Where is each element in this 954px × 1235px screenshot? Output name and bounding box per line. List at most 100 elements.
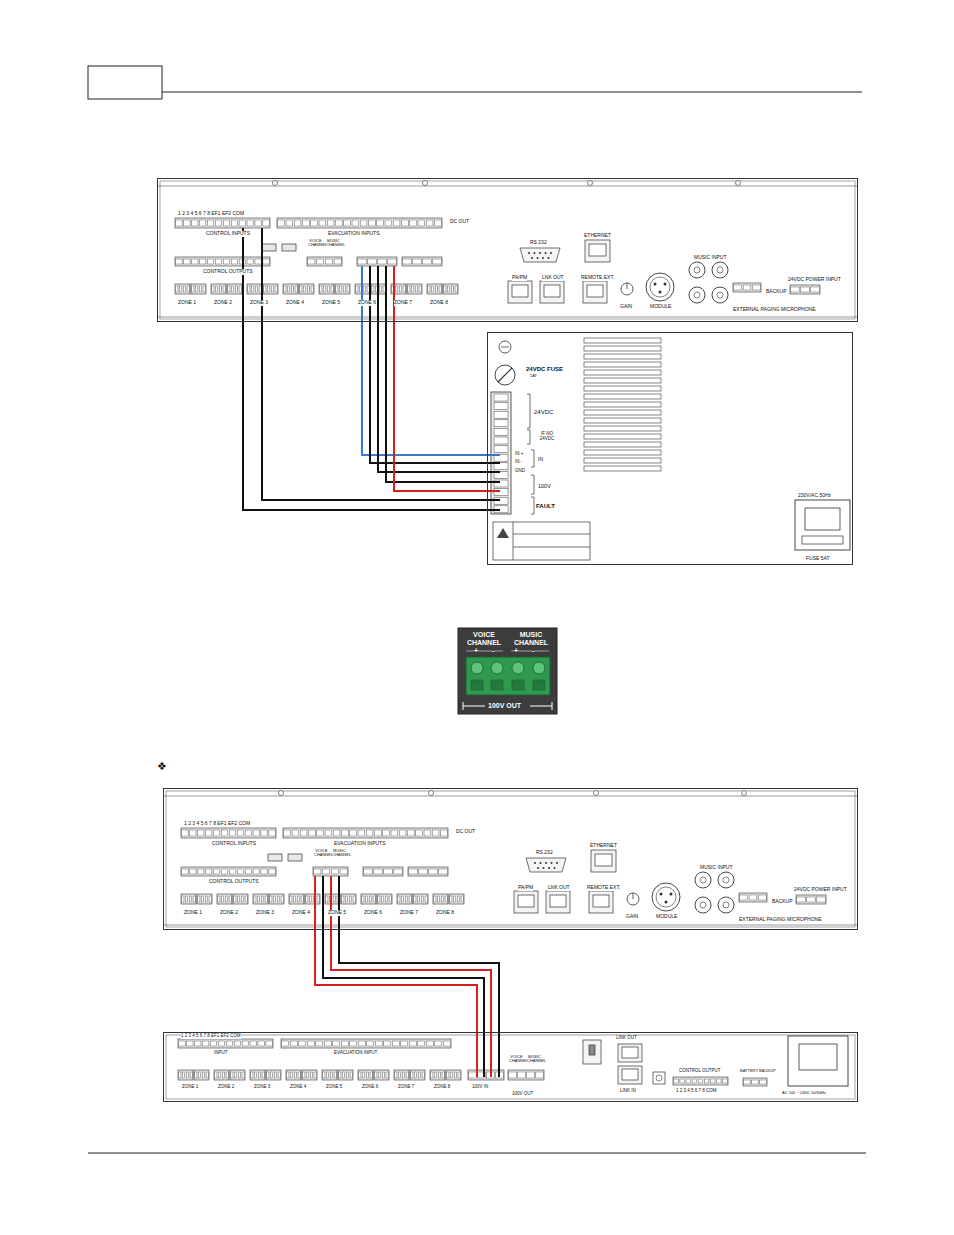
terminal [409, 896, 411, 902]
panel-label: CONTROL INPUTS [206, 231, 250, 237]
terminal-strip [394, 1070, 409, 1080]
terminal [176, 220, 182, 226]
terminal [203, 1041, 209, 1046]
panel-detail [584, 426, 661, 431]
panel-detail [501, 347, 509, 348]
panel-detail [494, 446, 508, 453]
terminal [195, 1041, 201, 1046]
panel-label: ZONE 8 [436, 910, 454, 916]
panel-detail [585, 240, 610, 262]
panel-label: 1 2 3 4 5 6 7 8 EF1 EF2 COM [184, 821, 250, 827]
rca-jack [712, 287, 728, 303]
panel-detail [543, 867, 545, 869]
terminal [212, 286, 214, 292]
terminal [418, 220, 425, 226]
terminal [206, 830, 212, 836]
terminal [219, 286, 221, 292]
terminal [372, 286, 374, 292]
terminal [264, 286, 266, 292]
panel-detail [584, 434, 661, 439]
terminal [226, 1041, 232, 1046]
terminal [343, 1072, 345, 1078]
rca-jack [695, 897, 711, 913]
terminal [760, 1080, 766, 1084]
terminal [184, 259, 190, 264]
panel-detail [545, 252, 547, 254]
terminal [680, 1079, 685, 1083]
terminal [238, 896, 240, 902]
panel-label: DC OUT [456, 829, 475, 835]
wire-stub [314, 876, 316, 930]
wire [323, 930, 484, 1032]
terminal [229, 830, 235, 836]
terminal [399, 286, 401, 292]
panel-detail [584, 338, 661, 343]
panel-detail [805, 508, 840, 530]
terminal [752, 285, 760, 290]
terminal-strip [194, 1070, 209, 1080]
wire-stub [322, 876, 324, 930]
panel-label: ZONE 8 [430, 300, 448, 306]
terminal [253, 869, 259, 874]
terminal [231, 220, 237, 226]
terminal [447, 1072, 449, 1078]
panel-detail [665, 901, 668, 904]
panel-detail [618, 1044, 642, 1062]
terminal [294, 1072, 296, 1078]
terminal [193, 896, 195, 902]
terminal [375, 1041, 382, 1046]
terminal-strip [181, 867, 276, 876]
panel-detail [166, 791, 855, 927]
terminal [385, 220, 392, 226]
terminal [424, 830, 431, 836]
terminal [247, 220, 253, 226]
terminal [811, 287, 819, 292]
rca-jack [689, 262, 705, 278]
terminal [231, 1072, 233, 1078]
terminal-strip [233, 894, 248, 904]
panel-detail [700, 877, 706, 883]
terminal [295, 286, 297, 292]
footer-rule [88, 1153, 866, 1154]
terminal [199, 1072, 201, 1078]
terminal [428, 286, 430, 292]
terminal [228, 286, 230, 292]
terminal [327, 1072, 329, 1078]
panel-label: 5AT [530, 374, 537, 378]
terminal [791, 287, 799, 292]
screw [594, 791, 599, 796]
panel-detail [268, 854, 282, 861]
terminal-strip [430, 1070, 445, 1080]
terminal [290, 896, 292, 902]
screw [588, 181, 593, 186]
panel-label: 24VDC POWER INPUT [794, 887, 847, 893]
terminal [274, 896, 276, 902]
panel-detail [622, 1047, 638, 1058]
terminal-strip [673, 1077, 728, 1085]
panel-detail [550, 895, 566, 907]
terminal [368, 259, 376, 264]
panel-detail [584, 362, 661, 367]
panel-label: MUSIC INPUT [700, 865, 733, 871]
terminal [226, 1072, 228, 1078]
panel-label: ZONE 6 [358, 300, 376, 306]
terminal [393, 220, 400, 226]
panel-label: 1 2 3 4 5 6 7 8 EF1 EF2 COM [178, 211, 244, 217]
terminal [413, 259, 421, 264]
terminal [265, 896, 267, 902]
terminal [269, 869, 275, 874]
terminal [358, 830, 365, 836]
terminal [448, 286, 450, 292]
terminal [291, 1072, 293, 1078]
terminal [451, 1072, 453, 1078]
panel-detail [282, 244, 296, 251]
panel-detail [589, 891, 613, 913]
terminal [394, 869, 402, 874]
terminal [366, 1072, 368, 1078]
terminal [306, 896, 308, 902]
panel-detail [494, 420, 508, 427]
panel-detail [546, 891, 570, 913]
terminal [218, 896, 220, 902]
terminal-strip [175, 257, 270, 266]
logo [497, 528, 509, 538]
